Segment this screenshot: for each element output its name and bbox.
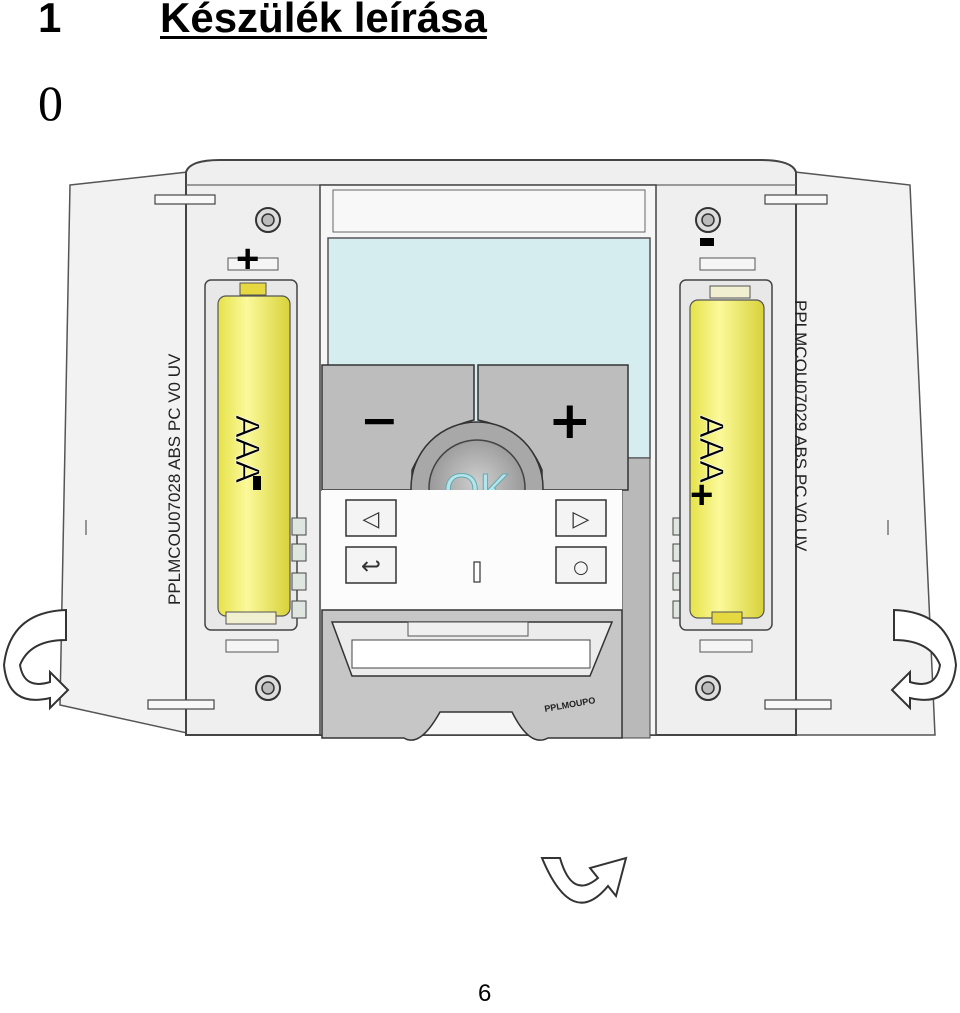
left-arrow-icon: ◁ [363, 507, 380, 532]
battery-label-right: AAA [692, 415, 730, 483]
left-panel-text: PPLMCOU07028 ABS PC V0 UV [165, 353, 184, 605]
page-number: 6 [478, 980, 492, 1007]
left-battery-compartment [204, 257, 298, 653]
figure-label: 0 [38, 75, 63, 131]
battery-label-left: AAA [228, 415, 266, 483]
right-arrow-icon: ▷ [573, 507, 590, 532]
rotate-down-arrow-icon [540, 856, 628, 904]
back-icon: ↩ [361, 552, 381, 580]
circle-icon: ○ [573, 557, 589, 578]
battery-plus-right: + [690, 473, 713, 517]
contact-pads-left [291, 517, 307, 619]
screw-icon [255, 207, 721, 701]
circle-button[interactable] [555, 546, 607, 584]
minus-label: − [360, 393, 399, 447]
battery-minus-left [253, 476, 261, 490]
right-panel-text: PPLMCOU07029 ABS PC V0 UV [791, 300, 810, 552]
battery-plus-left: + [236, 237, 259, 281]
section-number: 1 [38, 0, 62, 41]
section-title: Készülék leírása [160, 0, 487, 41]
right-battery-compartment [679, 257, 773, 653]
rotate-right-arrow-icon [890, 608, 958, 711]
battery-minus-right [700, 238, 714, 246]
bottom-connector [321, 609, 623, 741]
left-arrow-button[interactable] [345, 499, 397, 537]
plus-label: + [548, 391, 592, 451]
right-arrow-button[interactable] [555, 499, 607, 537]
back-button[interactable] [345, 546, 397, 584]
rotate-left-arrow-icon [2, 608, 70, 711]
right-flap [789, 171, 936, 736]
indicator-led [473, 561, 481, 583]
